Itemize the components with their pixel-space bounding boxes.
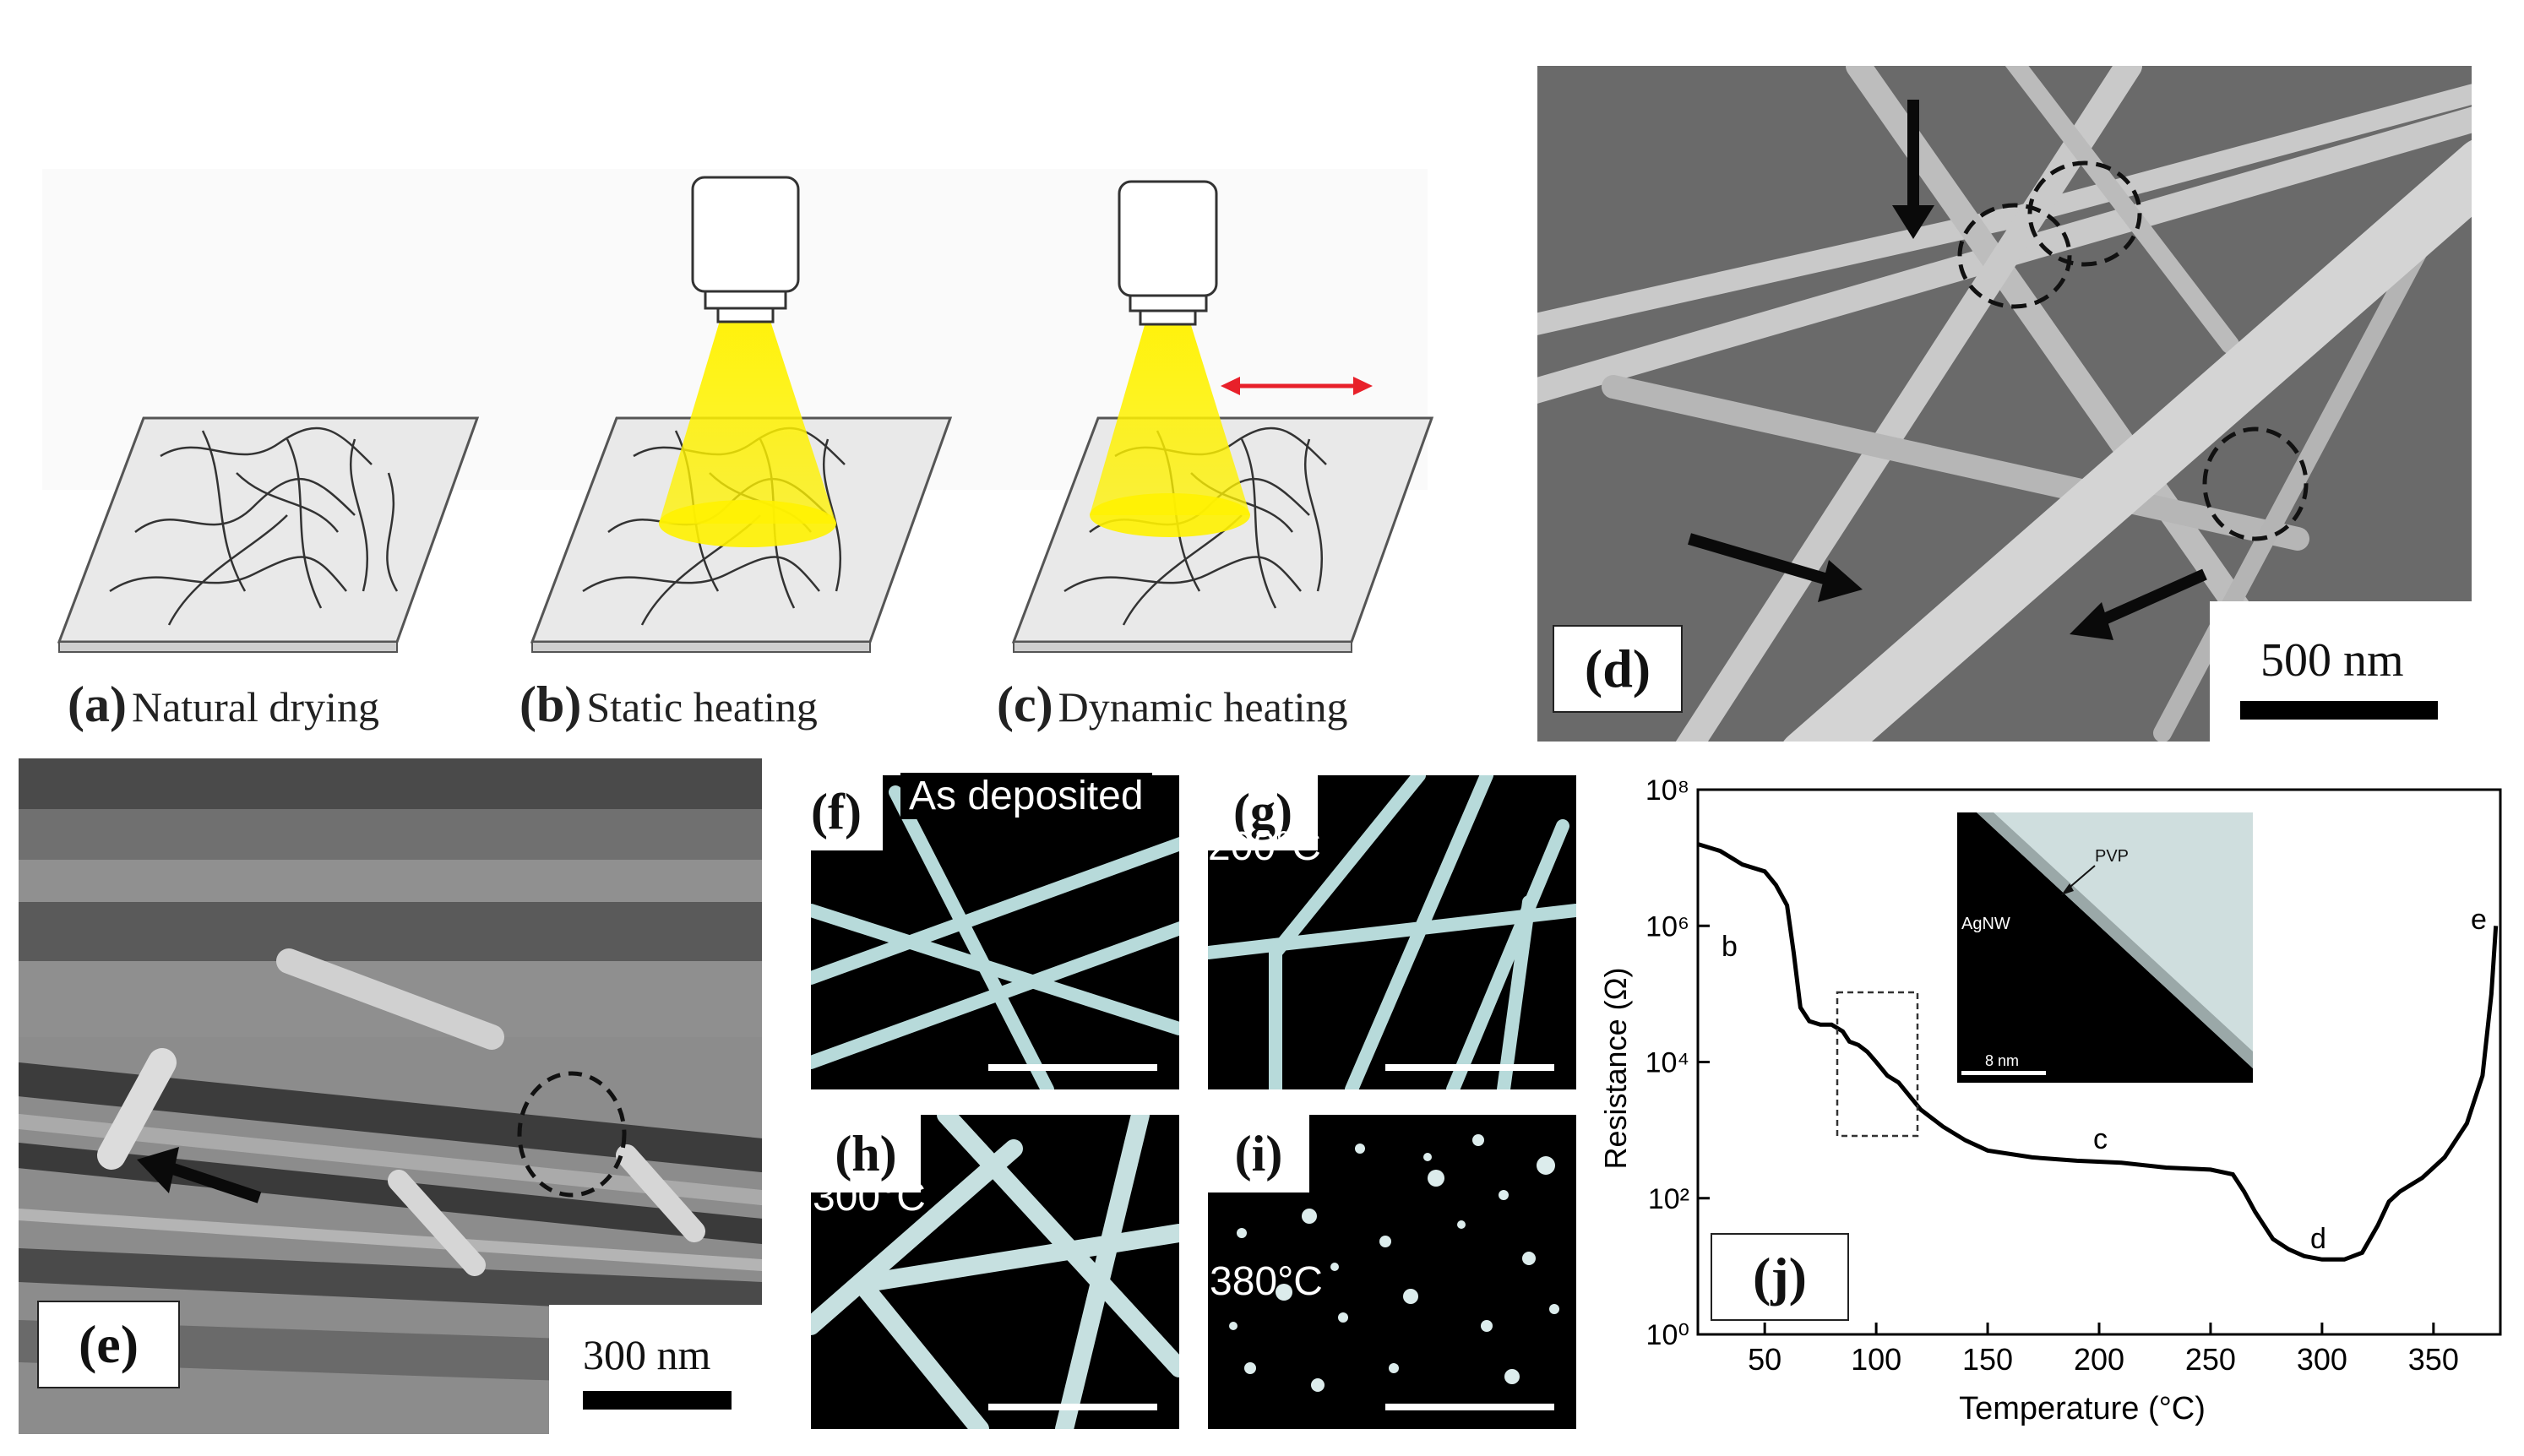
note-h: 300°C [813, 1175, 926, 1220]
inset-pvp: PVP [2095, 847, 2129, 866]
point-label-e: e [2471, 904, 2487, 936]
camera-lamp-b-icon [691, 176, 800, 323]
double-arrow-icon [1221, 377, 1373, 395]
label-b: (b) [519, 676, 582, 732]
panel-label-f: (f) [790, 773, 883, 850]
note-g: 200°C [1208, 824, 1321, 869]
label-a: (a) [68, 676, 127, 732]
x-tick-label: 50 [1748, 1342, 1781, 1377]
x-tick-label: 300 [2297, 1342, 2347, 1377]
note-i: 380°C [1210, 1259, 1323, 1304]
panel-label-j: (j) [1711, 1233, 1849, 1321]
caption-b-text: Static heating [586, 683, 818, 731]
scale-bar-d [2240, 701, 2438, 720]
tem-inset: PVP AgNW 8 nm [1957, 812, 2253, 1083]
y-tick-label: 10² [1648, 1183, 1689, 1215]
label-c: (c) [997, 676, 1053, 732]
lamp-glow-c [1090, 325, 1250, 537]
chart-ticks: 50 100 150 200 250 300 350 10⁰ 10² 10⁴ 10⁶ 10⁸ [1645, 774, 2459, 1377]
axis-title-y: Resistance (Ω) [1598, 968, 1633, 1170]
caption-a: (a)Natural drying [68, 676, 379, 734]
darkfield-image-i [1208, 1115, 1576, 1429]
panel-label-e: (e) [37, 1301, 180, 1388]
point-label-b: b [1722, 931, 1738, 963]
panel-label-d: (d) [1553, 625, 1683, 713]
resistance-curve [1697, 842, 2499, 1262]
x-tick-label: 200 [2074, 1342, 2124, 1377]
scale-text-e: 300 nm [583, 1331, 711, 1378]
caption-b: (b)Static heating [519, 676, 818, 734]
camera-lamp-c-icon [1118, 180, 1218, 326]
inset-agnw: AgNW [1961, 915, 2010, 933]
schematic-panels [42, 169, 1434, 653]
axis-title-x: Temperature (°C) [1959, 1391, 2206, 1426]
caption-c-text: Dynamic heating [1058, 683, 1348, 731]
caption-c: (c)Dynamic heating [997, 676, 1348, 734]
y-tick-label: 10⁰ [1646, 1319, 1689, 1351]
zoom-box [1836, 991, 1919, 1138]
x-tick-label: 150 [1962, 1342, 2013, 1377]
x-tick-label: 350 [2408, 1342, 2459, 1377]
scale-box-e [549, 1305, 762, 1434]
x-tick-label: 100 [1851, 1342, 1901, 1377]
panel-label-h: (h) [811, 1115, 921, 1193]
y-tick-label: 10⁸ [1645, 774, 1689, 807]
resistance-chart: 50 100 150 200 250 300 350 10⁰ 10² 10⁴ 10⁶ 10⁸ Temp… [1598, 774, 2502, 1426]
lamp-glow-b [659, 321, 836, 547]
substrate-a [57, 416, 480, 653]
scale-bar-e [583, 1391, 732, 1410]
panel-label-i: (i) [1208, 1115, 1309, 1193]
caption-a-text: Natural drying [131, 683, 379, 731]
y-tick-label: 10⁴ [1645, 1047, 1689, 1079]
inset-scale: 8 nm [1985, 1052, 2019, 1069]
point-label-c: c [2093, 1123, 2108, 1155]
y-tick-label: 10⁶ [1645, 910, 1689, 943]
point-label-d: d [2310, 1223, 2326, 1255]
note-f: As deposited [900, 773, 1152, 819]
x-tick-label: 250 [2185, 1342, 2236, 1377]
scale-text-d: 500 nm [2260, 634, 2404, 687]
panel-label-g: (g) [1208, 773, 1318, 850]
junction-circle-1 [1957, 203, 2072, 309]
